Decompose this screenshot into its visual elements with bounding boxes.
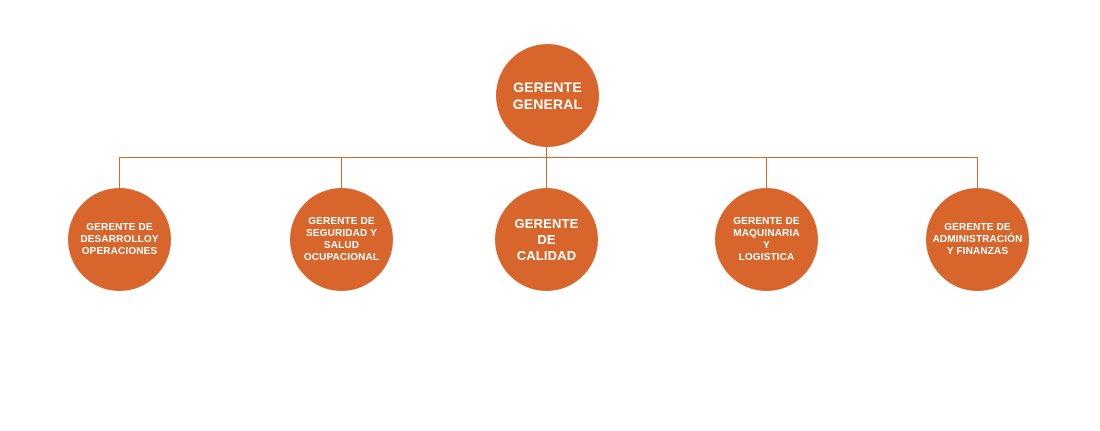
gerente-general-label: GERENTE GENERAL [512, 78, 583, 112]
calidad-label: GERENTE DE CALIDAD [514, 215, 579, 263]
child-connector-4 [766, 157, 767, 188]
gerente-general-node: GERENTE GENERAL [496, 44, 599, 147]
maquinaria-logistica-node: GERENTE DE MAQUINARIA Y LOGISTICA [715, 188, 818, 291]
desarrollo-operaciones-node: GERENTE DE DESARROLLOY OPERACIONES [68, 188, 171, 291]
desarrollo-operaciones-label: GERENTE DE DESARROLLOY OPERACIONES [80, 221, 159, 257]
child-connector-5 [977, 157, 978, 188]
child-connector-2 [341, 157, 342, 188]
calidad-node: GERENTE DE CALIDAD [495, 188, 598, 291]
horizontal-branch-line [119, 157, 977, 158]
seguridad-salud-node: GERENTE DE SEGURIDAD Y SALUD OCUPACIONAL [290, 188, 393, 291]
maquinaria-logistica-label: GERENTE DE MAQUINARIA Y LOGISTICA [733, 215, 800, 263]
seguridad-salud-label: GERENTE DE SEGURIDAD Y SALUD OCUPACIONAL [303, 215, 380, 263]
child-connector-1 [119, 157, 120, 188]
administracion-finanzas-node: GERENTE DE ADMINISTRACIÓN Y FINANZAS [926, 188, 1029, 291]
administracion-finanzas-label: GERENTE DE ADMINISTRACIÓN Y FINANZAS [932, 221, 1023, 257]
root-connector-vertical [546, 147, 547, 189]
